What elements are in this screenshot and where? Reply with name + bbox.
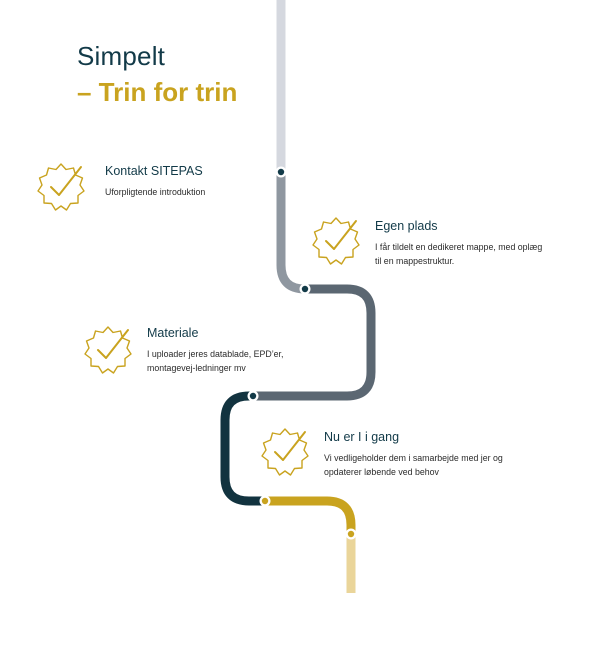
step-3-title: Materiale [147, 326, 199, 340]
step-2-desc: I får tildelt en dedikeret mappe, med op… [375, 242, 543, 266]
step-1-desc: Uforpligtende introduktion [105, 187, 206, 197]
check-badge-icon [312, 217, 360, 265]
step-4-desc: Vi vedligeholder dem i samarbejde med je… [324, 453, 503, 477]
path-segment-4 [220, 391, 265, 506]
heading-line-1: Simpelt [77, 41, 166, 71]
step-2: Egen plads I får tildelt en dedikeret ma… [375, 219, 545, 268]
path-segment-2 [276, 172, 306, 294]
path-segment-5 [265, 496, 356, 534]
check-badge-icon [37, 163, 85, 211]
step-3-desc: I uploader jeres datablade, EPD’er, mont… [147, 349, 284, 373]
heading-line-2: – Trin for trin [77, 77, 238, 107]
step-3: Materiale I uploader jeres datablade, EP… [147, 326, 307, 375]
page-heading: Simpelt – Trin for trin [77, 40, 237, 108]
step-4: Nu er I i gang Vi vedligeholder dem i sa… [324, 430, 529, 479]
step-1: Kontakt SITEPAS Uforpligtende introdukti… [105, 164, 275, 199]
step-2-title: Egen plads [375, 219, 438, 233]
path-segment-3 [253, 284, 376, 401]
step-4-title: Nu er I i gang [324, 430, 400, 444]
check-badge-icon [261, 428, 309, 476]
step-1-title: Kontakt SITEPAS [105, 164, 203, 178]
check-badge-icon [84, 326, 132, 374]
